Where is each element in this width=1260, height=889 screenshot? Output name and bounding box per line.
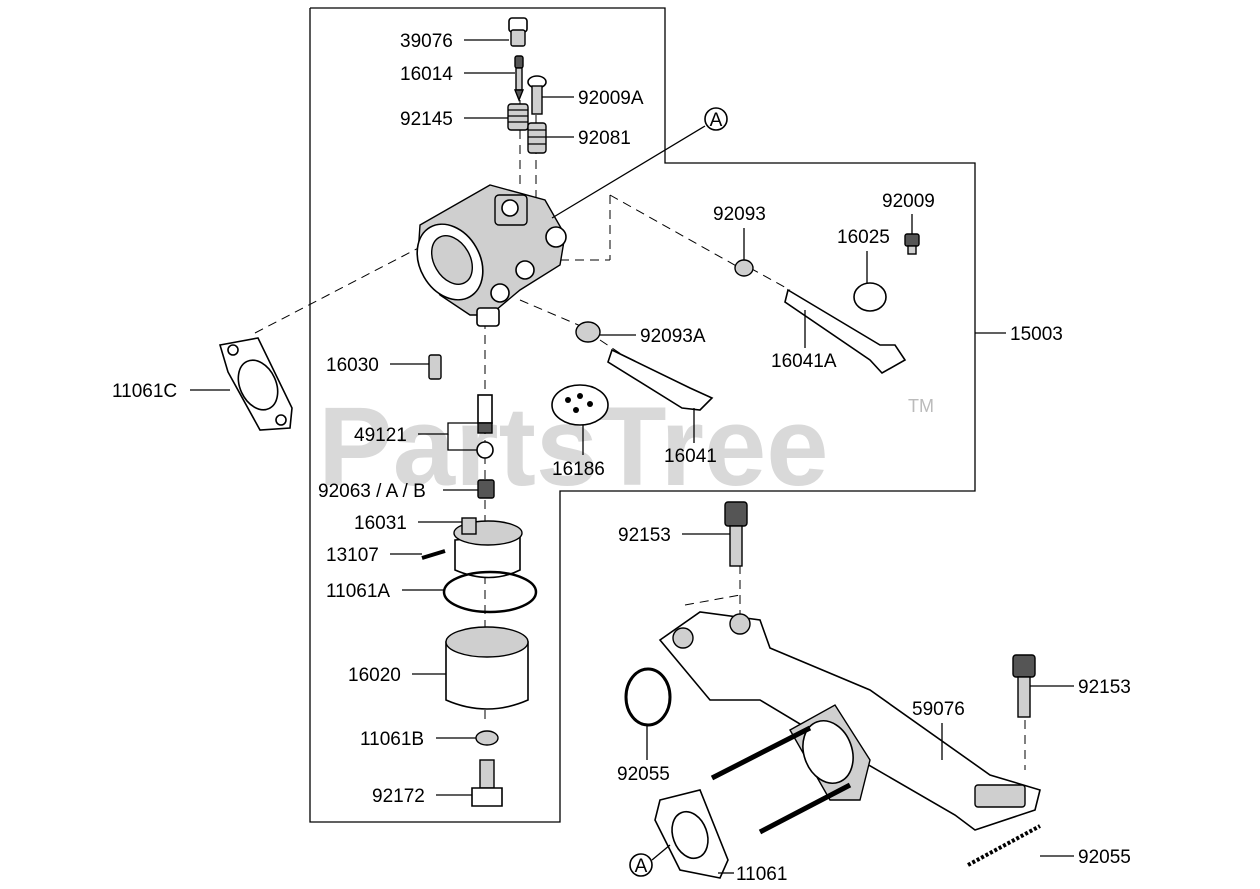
- svg-text:92055: 92055: [1078, 847, 1131, 868]
- label-16041: 16041: [664, 408, 717, 467]
- svg-text:16186: 16186: [552, 459, 605, 480]
- part-11061B-washer: [475, 730, 499, 746]
- svg-text:92172: 92172: [372, 786, 425, 807]
- part-92153-bolt-right: [1012, 654, 1036, 718]
- label-92153-right: 92153: [1030, 677, 1131, 698]
- label-16041A: 16041A: [771, 310, 837, 372]
- part-49121-tube: [476, 394, 494, 459]
- part-16014-needle: [513, 55, 525, 102]
- label-92093A: 92093A: [600, 326, 706, 347]
- svg-text:92081: 92081: [578, 128, 631, 149]
- part-92009A-screw: [527, 75, 547, 115]
- svg-text:16030: 16030: [326, 355, 379, 376]
- carburetor-assembly-frame: [309, 7, 976, 823]
- svg-text:15003: 15003: [1010, 324, 1063, 345]
- svg-text:11061A: 11061A: [326, 581, 390, 602]
- label-16025: 16025: [837, 227, 890, 283]
- svg-text:92055: 92055: [617, 764, 670, 785]
- svg-text:92153: 92153: [1078, 677, 1131, 698]
- part-11061-gasket: [654, 789, 729, 879]
- part-16020-bowl: [445, 626, 529, 710]
- label-16030: 16030: [326, 355, 429, 376]
- label-59076: 59076: [912, 699, 965, 760]
- svg-text:A: A: [635, 856, 648, 877]
- svg-text:92145: 92145: [400, 109, 453, 130]
- svg-text:11061: 11061: [736, 864, 787, 885]
- part-11061A-oring: [442, 570, 538, 614]
- label-92055-oring: 92055: [617, 725, 670, 785]
- svg-text:A: A: [710, 110, 723, 131]
- part-16186-plate: [551, 384, 609, 426]
- svg-text:16014: 16014: [400, 64, 453, 85]
- callout-a-bottom: A: [629, 844, 671, 877]
- part-16030-jet: [428, 354, 442, 380]
- part-59076-manifold: [658, 611, 1041, 831]
- svg-text:49121: 49121: [354, 425, 407, 446]
- label-11061: 11061: [718, 864, 787, 885]
- label-16020: 16020: [348, 665, 446, 686]
- label-11061C: 11061C: [112, 381, 230, 402]
- svg-text:13107: 13107: [326, 545, 379, 566]
- part-16041-shaft: [607, 348, 714, 411]
- part-92063-jet: [477, 479, 495, 499]
- svg-text:16041: 16041: [664, 446, 717, 467]
- svg-text:92009A: 92009A: [578, 88, 644, 109]
- watermark-tm: TM: [908, 396, 934, 416]
- label-11061B: 11061B: [360, 729, 476, 750]
- part-92093-bushing: [734, 259, 754, 277]
- label-15003: 15003: [975, 324, 1063, 345]
- callout-a-top: A: [551, 107, 728, 219]
- svg-text:59076: 59076: [912, 699, 965, 720]
- part-92153-bolt-upper: [724, 501, 748, 567]
- part-16041A-shaft: [784, 288, 907, 375]
- label-92081: 92081: [546, 128, 631, 149]
- label-92093: 92093: [713, 204, 766, 260]
- svg-text:39076: 39076: [400, 31, 453, 52]
- svg-text:92093A: 92093A: [640, 326, 706, 347]
- label-49121: 49121: [354, 422, 478, 451]
- svg-text:16025: 16025: [837, 227, 890, 248]
- svg-text:16041A: 16041A: [771, 351, 837, 372]
- part-39076-cap: [508, 17, 528, 47]
- label-92145: 92145: [400, 109, 508, 130]
- part-92093A-bushing: [575, 321, 601, 343]
- svg-text:92009: 92009: [882, 191, 935, 212]
- svg-text:92153: 92153: [618, 525, 671, 546]
- part-studs: [710, 725, 852, 835]
- part-92055-oring: [624, 667, 672, 727]
- svg-text:16020: 16020: [348, 665, 401, 686]
- label-16186: 16186: [552, 425, 605, 480]
- part-13107-pin: [421, 549, 446, 560]
- carburetor-body: [416, 184, 567, 327]
- part-92145-spring: [507, 103, 529, 131]
- label-92153-upper: 92153: [618, 525, 730, 546]
- part-11061C-gasket: [218, 337, 293, 431]
- svg-text:16031: 16031: [354, 513, 407, 534]
- label-16014: 16014: [400, 64, 515, 85]
- part-92081-spring: [527, 122, 547, 154]
- svg-text:92063 / A / B: 92063 / A / B: [318, 481, 426, 502]
- part-16031-float: [453, 517, 523, 579]
- label-39076: 39076: [400, 31, 509, 52]
- label-92009A: 92009A: [542, 88, 644, 109]
- label-92063: 92063 / A / B: [318, 481, 478, 502]
- label-92009: 92009: [882, 191, 935, 234]
- part-16025-plate: [853, 282, 887, 312]
- label-13107: 13107: [326, 545, 422, 566]
- label-16031: 16031: [354, 513, 462, 534]
- label-92172: 92172: [372, 786, 472, 807]
- part-92055-rod: [967, 824, 1041, 867]
- label-11061A: 11061A: [326, 581, 444, 602]
- svg-text:11061C: 11061C: [112, 381, 177, 402]
- svg-text:11061B: 11061B: [360, 729, 424, 750]
- svg-text:92093: 92093: [713, 204, 766, 225]
- part-92172-bolt: [471, 759, 503, 807]
- label-92055-rod: 92055: [1040, 847, 1131, 868]
- part-92009-screw: [904, 233, 920, 255]
